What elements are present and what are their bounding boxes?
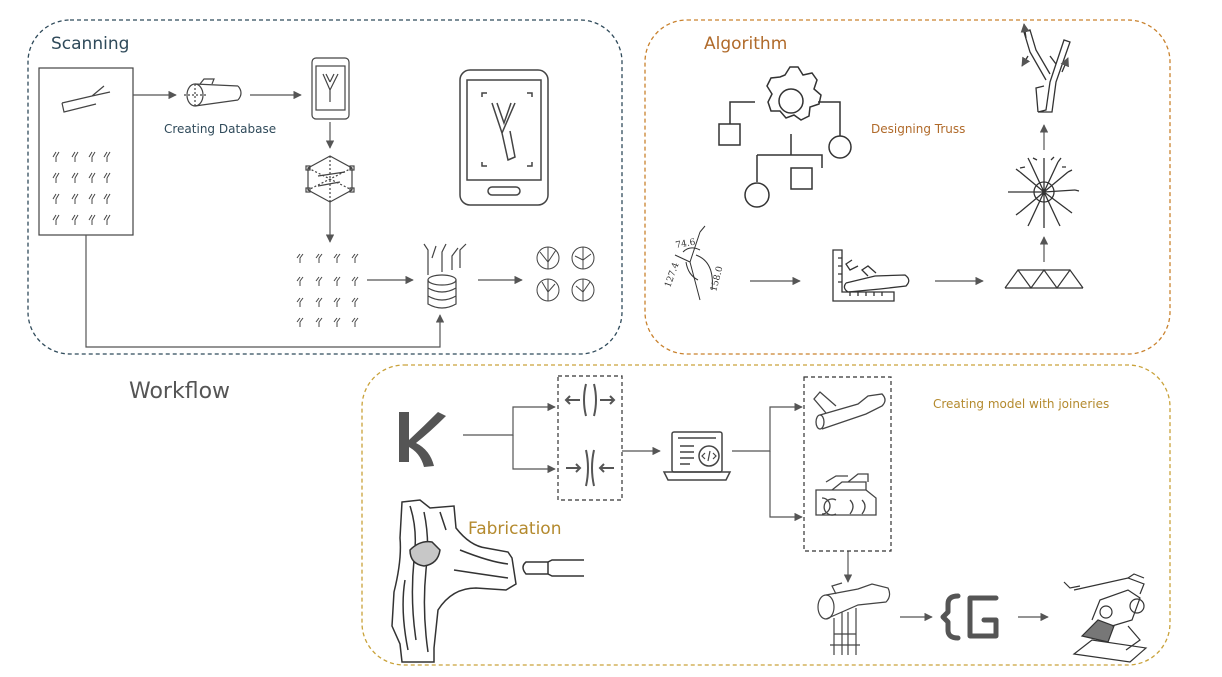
arrow-sheet-to-database bbox=[85, 235, 445, 348]
model-box bbox=[803, 376, 892, 552]
scanning-title: Scanning bbox=[51, 34, 130, 54]
designing-truss-label: Designing Truss bbox=[871, 122, 966, 136]
laptop-code-icon bbox=[662, 431, 732, 481]
arrow-laptop-split-lower bbox=[769, 451, 803, 522]
3d-scan-cube-icon bbox=[305, 155, 355, 203]
angle-label-1: 74.6 bbox=[675, 238, 697, 251]
scanning-section-border bbox=[27, 19, 623, 355]
angle-label-2: 127.4 bbox=[663, 261, 681, 289]
scan-log-icon bbox=[184, 78, 242, 107]
k-logo-icon bbox=[399, 412, 446, 467]
fabrication-section-border bbox=[361, 364, 1171, 666]
angle-measure-icon bbox=[674, 225, 713, 301]
arrow-k-split-lower bbox=[512, 435, 556, 474]
angle-label-3: 158.0 bbox=[709, 265, 725, 293]
creating-model-label: Creating model with joineries bbox=[933, 397, 1110, 411]
robot-arm-icon bbox=[1063, 573, 1148, 663]
arrow-laptop-split bbox=[732, 402, 803, 452]
algorithm-title: Algorithm bbox=[704, 34, 788, 54]
arrow-k-split bbox=[463, 402, 556, 436]
gear-flow-icon bbox=[718, 66, 852, 208]
branch-stand-icon bbox=[817, 582, 891, 655]
workflow-title: Workflow bbox=[129, 379, 231, 404]
fabrication-title: Fabrication bbox=[468, 519, 562, 539]
algorithm-section-border bbox=[644, 19, 1171, 355]
chisel-icon bbox=[522, 559, 584, 577]
creating-database-label: Creating Database bbox=[164, 122, 277, 136]
gcode-icon bbox=[940, 593, 999, 641]
truss-icon bbox=[1004, 268, 1084, 290]
selected-branches-icon bbox=[1020, 23, 1071, 113]
branch-sheet bbox=[38, 67, 134, 236]
phone-scan-icon bbox=[311, 57, 350, 120]
branch-analysis-icon bbox=[536, 246, 595, 302]
ruler-branch-icon bbox=[832, 249, 910, 302]
wood-joint-icon bbox=[391, 499, 517, 663]
branch-database-icon bbox=[423, 243, 467, 309]
branch-samples-grid bbox=[296, 253, 359, 327]
forces-box bbox=[557, 375, 623, 501]
tablet-scan-icon bbox=[459, 69, 549, 206]
branch-cluster-icon bbox=[1008, 156, 1080, 228]
